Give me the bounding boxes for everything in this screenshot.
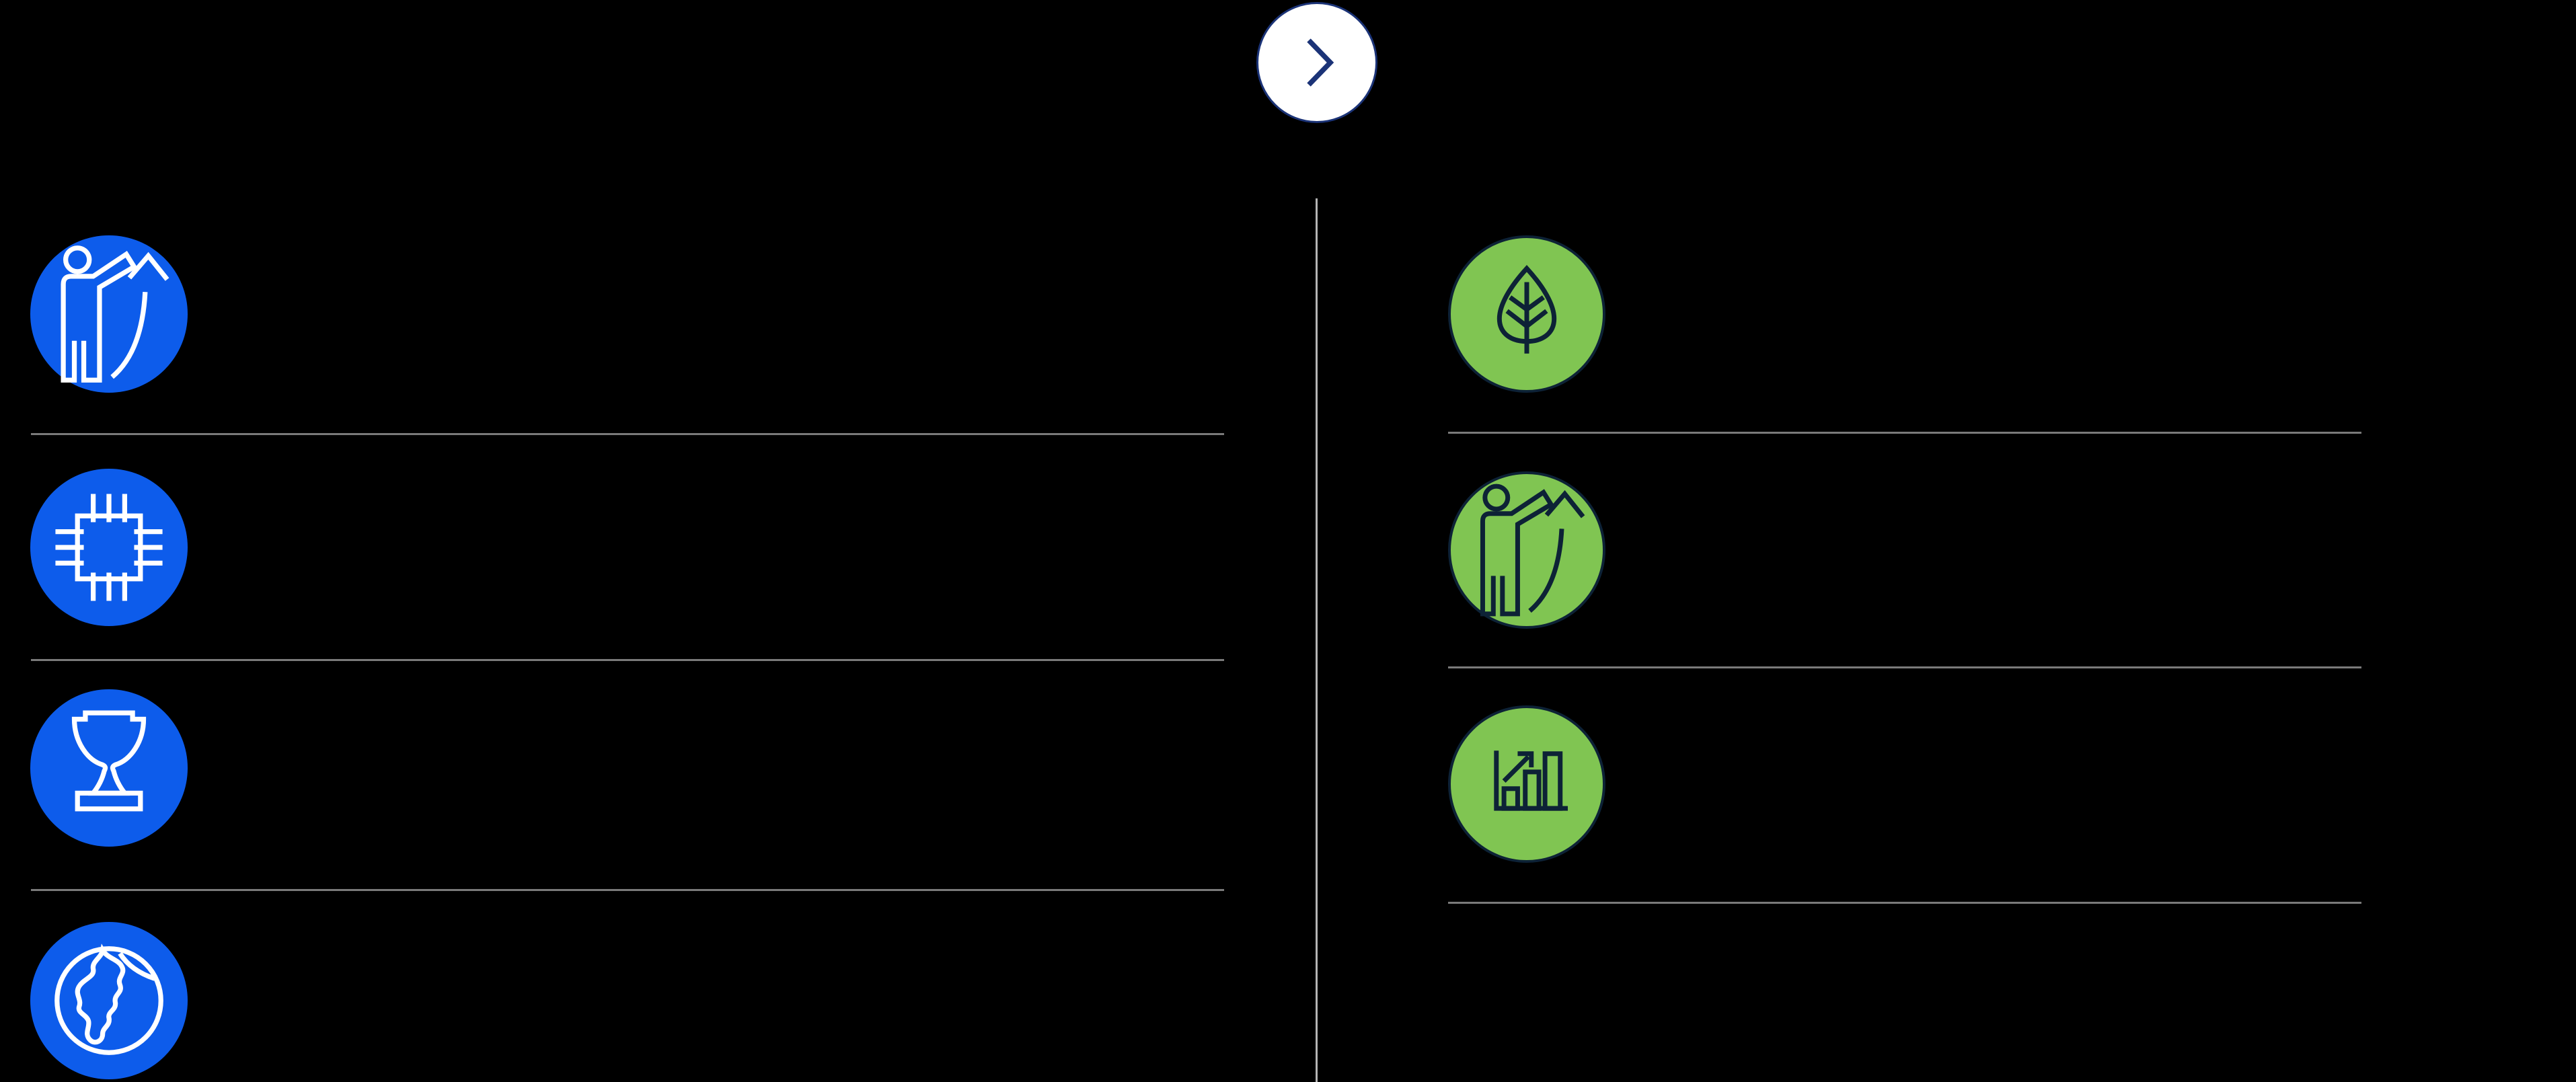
- left-item-circle: [30, 922, 188, 1079]
- left-row-divider: [31, 659, 1224, 661]
- right-item-circle: [1448, 235, 1605, 393]
- left-item-circle: [30, 469, 188, 626]
- left-row-divider: [31, 889, 1224, 891]
- chip-icon: [30, 469, 188, 626]
- person-growth-icon: [1451, 471, 1603, 629]
- right-item-circle: [1448, 471, 1605, 629]
- right-row-divider: [1448, 666, 2361, 668]
- trophy-icon: [30, 689, 188, 847]
- left-item-circle: [30, 235, 188, 393]
- leaf-icon: [1451, 235, 1603, 393]
- right-row-divider: [1448, 432, 2361, 434]
- right-item-circle: [1448, 705, 1605, 863]
- right-row-divider: [1448, 902, 2361, 904]
- next-button[interactable]: [1256, 2, 1377, 123]
- left-row-divider: [31, 433, 1224, 435]
- column-divider: [1316, 198, 1318, 1082]
- chevron-right-icon: [1307, 38, 1334, 87]
- globe-icon: [30, 922, 188, 1079]
- person-growth-icon: [30, 235, 188, 393]
- bar-chart-growth-icon: [1451, 705, 1603, 863]
- left-item-circle: [30, 689, 188, 847]
